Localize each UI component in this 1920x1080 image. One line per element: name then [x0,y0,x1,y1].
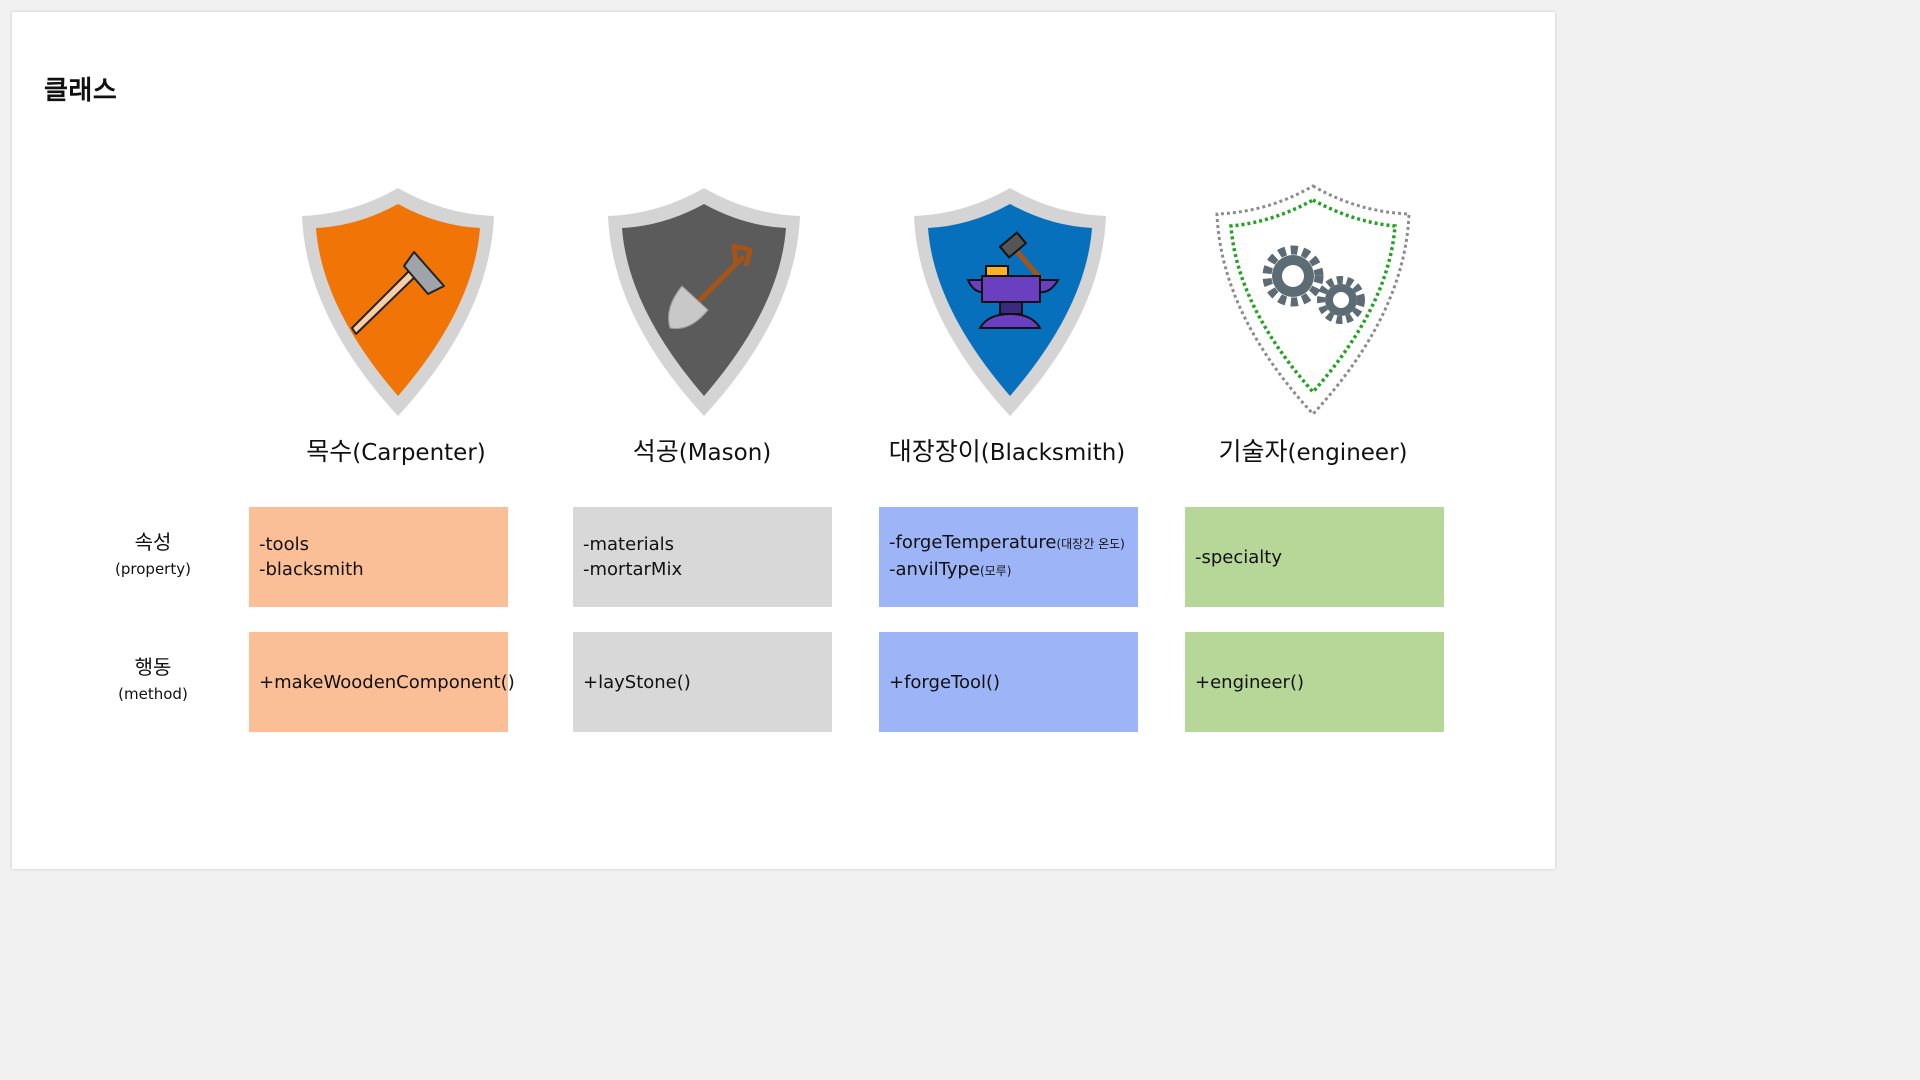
page-title: 클래스 [44,76,118,106]
shield-fill [622,204,786,396]
axe-icon [351,251,445,335]
row-label-method: 행동 (method) [93,652,213,706]
class-name-ko: 석공 [632,437,679,466]
shield-fill [316,204,480,396]
carpenter-shield [302,188,494,416]
engineer-shield [1215,184,1411,416]
property-note: (모루) [979,564,1012,578]
method-item: +layStone() [583,671,691,693]
class-name-carpenter: 목수(Carpenter) [246,432,546,468]
property-text: -forgeTemperature [889,532,1057,553]
class-name-blacksmith: 대장장이(Blacksmith) [857,432,1157,468]
class-name-ko: 대장장이 [888,437,981,466]
shield-inner-outline [1229,198,1397,395]
row-label-en: (method) [118,685,188,703]
class-name-en: (Carpenter) [352,440,486,466]
method-item: +engineer() [1195,671,1304,693]
property-box-mason: -materials -mortarMix [573,507,832,607]
gears-icon [1262,245,1365,324]
mason-shield [608,188,800,416]
property-text: -anvilType [889,559,980,580]
row-label-ko: 속성 [134,530,172,554]
property-item: -tools [259,534,309,555]
method-item: +makeWoodenComponent() [259,671,515,693]
method-box-carpenter: +makeWoodenComponent() [249,632,515,732]
shovel-icon [668,243,753,330]
property-box-engineer: -specialty [1185,507,1444,607]
property-item: -mortarMix [583,559,683,580]
class-name-engineer: 기술자(engineer) [1163,432,1463,468]
class-name-en: (Mason) [678,440,772,466]
property-item: -specialty [1195,546,1283,568]
property-note: (대장간 온도) [1056,537,1125,551]
class-name-ko: 기술자 [1218,437,1288,466]
shield-outline [1215,184,1411,416]
property-item: -blacksmith [259,559,364,580]
row-label-property: 속성 (property) [93,527,213,581]
blacksmith-shield [914,188,1106,416]
property-box-carpenter: -tools -blacksmith [249,507,508,607]
anvil-hammer-icon [966,231,1060,329]
method-box-mason: +layStone() [573,632,832,732]
property-item: -materials [583,534,675,555]
property-item: -anvilType(모루) [889,557,1128,584]
class-name-en: (Blacksmith) [980,440,1126,466]
row-label-en: (property) [115,560,191,578]
class-name-mason: 석공(Mason) [552,432,852,468]
method-box-blacksmith: +forgeTool() [879,632,1138,732]
method-item: +forgeTool() [889,671,1001,693]
class-name-en: (engineer) [1287,440,1408,466]
row-label-ko: 행동 [134,655,172,679]
property-item: -forgeTemperature(대장간 온도) [889,530,1128,557]
property-box-blacksmith: -forgeTemperature(대장간 온도) -anvilType(모루) [879,507,1138,607]
class-name-ko: 목수 [306,437,353,466]
method-box-engineer: +engineer() [1185,632,1444,732]
